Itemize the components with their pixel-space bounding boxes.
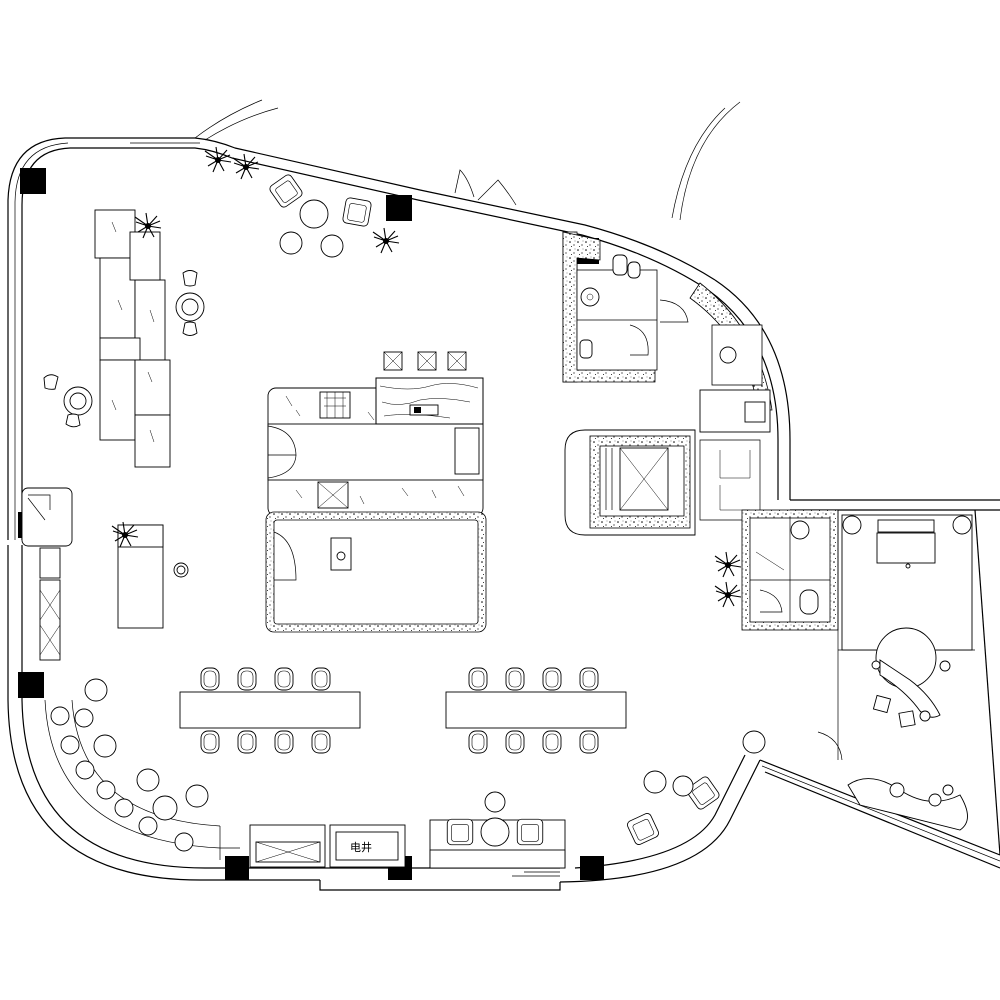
west-reception — [21, 487, 73, 661]
landscape-arcs — [194, 99, 741, 221]
west-display — [111, 521, 189, 629]
elevator-core — [564, 429, 761, 536]
back-kitchen — [265, 511, 487, 633]
east-washrooms — [714, 509, 839, 631]
north-entrance-door — [454, 169, 517, 206]
ne-washrooms — [562, 231, 773, 433]
dining-area-west — [179, 667, 361, 754]
east-annex — [817, 510, 975, 831]
central-kitchen — [267, 351, 484, 517]
dining-area-east — [445, 667, 627, 754]
north-lounge-furniture — [204, 146, 400, 258]
west-shelving — [43, 209, 205, 468]
south-service — [249, 730, 766, 877]
curved-banquette — [44, 678, 240, 860]
electrical-shaft-label: 电井 — [350, 840, 372, 854]
